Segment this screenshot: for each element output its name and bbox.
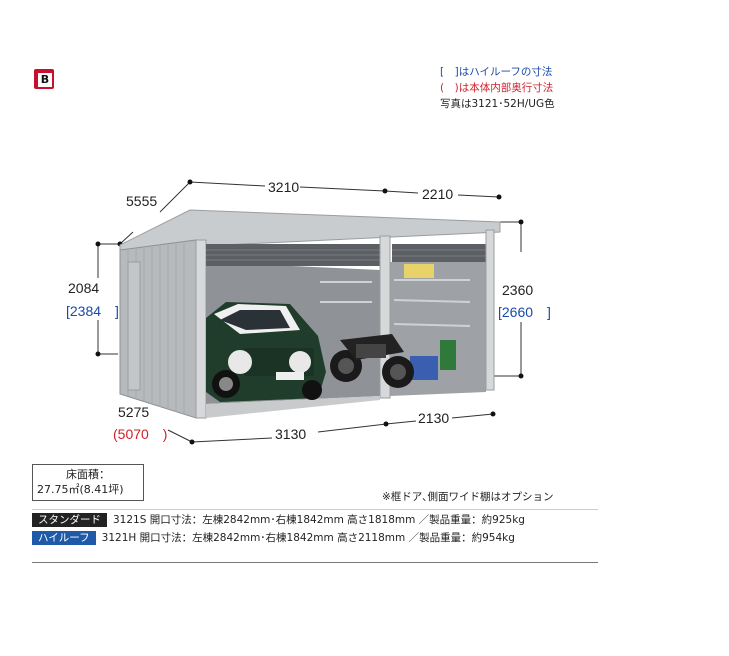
spec-tag-high-roof: ハイルーフ — [32, 531, 96, 545]
storage-item — [440, 340, 456, 370]
badge-letter: B — [38, 73, 52, 87]
car — [206, 302, 326, 402]
series-badge: B — [34, 69, 54, 89]
option-note: ※框ドア､側面ワイド棚はオプション — [382, 491, 554, 503]
dim-top-width-right: 2210 — [422, 186, 454, 202]
spec-row-high-roof: ハイルーフ 3121H 開口寸法：左棟2842mm･右棟1842mm 高さ211… — [32, 530, 515, 546]
spec-tag-standard: スタンダード — [32, 513, 107, 527]
storage-box — [404, 264, 434, 278]
dim-top-depth: 5555 — [126, 193, 158, 209]
dim-bottom-depth-inner: (5070 ) — [113, 426, 168, 442]
dim-bottom-width-right: 2130 — [418, 410, 450, 426]
floor-area-label: 床面積： — [66, 468, 110, 481]
dim-top-width-left: 3210 — [268, 179, 300, 195]
floor-area-value: 27.75㎡(8.41坪) — [37, 483, 124, 496]
spec-row-standard: スタンダード 3121S 開口寸法：左棟2842mm･右棟1842mm 高さ18… — [32, 512, 525, 528]
dim-front-height-high: [2384 ] — [66, 303, 119, 319]
spec-text-standard: 3121S 開口寸法：左棟2842mm･右棟1842mm 高さ1818mm ／製… — [113, 514, 525, 526]
floor-area-box: 床面積： 27.75㎡(8.41坪) — [32, 464, 144, 501]
dim-bottom-width-left: 3130 — [275, 426, 307, 442]
side-door — [127, 261, 141, 391]
front-post-left — [195, 239, 207, 419]
floor-left — [206, 396, 380, 418]
dim-back-height: 2360 — [502, 282, 534, 298]
legend-inner-depth: ( )は本体内部奥行寸法 — [440, 82, 554, 94]
dim-bottom-depth: 5275 — [118, 404, 150, 420]
legend-high-roof: [ ]はハイルーフの寸法 — [440, 66, 553, 78]
legend-photo-note: 写真は3121･52H/UG色 — [440, 98, 555, 110]
storage-crate — [410, 356, 438, 380]
spec-text-high-roof: 3121H 開口寸法：左棟2842mm･右棟1842mm 高さ2118mm ／製… — [101, 532, 515, 544]
right-shutter — [392, 244, 486, 262]
motorcycle — [330, 334, 414, 388]
divider-top — [32, 509, 598, 510]
shelves — [320, 279, 471, 327]
dim-front-height: 2084 — [68, 280, 100, 296]
dimension-endpoints — [95, 179, 524, 445]
center-post — [379, 235, 391, 399]
front-post-right — [485, 229, 495, 391]
divider-bottom — [32, 562, 598, 563]
dim-back-height-high: [2660 ] — [498, 304, 551, 320]
